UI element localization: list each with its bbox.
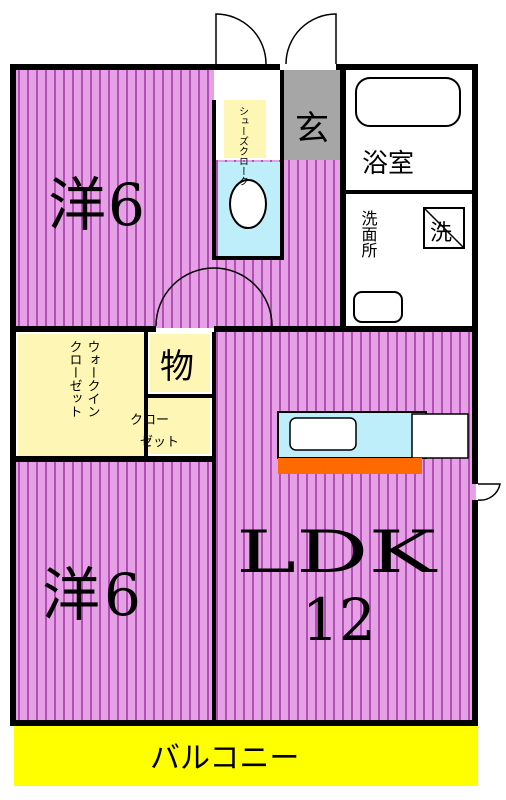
toilet-bowl-icon bbox=[229, 179, 267, 229]
kitchen-sink bbox=[289, 417, 357, 451]
bathtub-icon bbox=[355, 77, 461, 127]
walk-in-closet-line1: ウォークイン bbox=[85, 340, 100, 418]
ldk-room[interactable] bbox=[214, 332, 476, 722]
bedroom-lower-kanji: 洋 bbox=[42, 561, 100, 629]
storage-label: 物 bbox=[160, 347, 194, 387]
ldk-size: 12 bbox=[302, 586, 376, 654]
bedroom-lower-size: 6 bbox=[104, 561, 141, 629]
balcony[interactable] bbox=[14, 724, 478, 786]
bedroom-upper-size: 6 bbox=[108, 171, 145, 239]
washing-machine-cross bbox=[423, 207, 465, 249]
bedroom-lower[interactable] bbox=[14, 460, 214, 722]
walk-in-closet-line2: クローゼット bbox=[67, 340, 83, 418]
storage-room[interactable] bbox=[150, 334, 210, 392]
entrance-area[interactable] bbox=[284, 70, 340, 160]
laundry-label: 洗 bbox=[430, 221, 452, 246]
kitchen-counter-strip bbox=[278, 458, 422, 474]
doors bbox=[155, 13, 501, 501]
balcony-label: バルコニー bbox=[150, 741, 299, 776]
wash-basin-icon bbox=[353, 291, 403, 323]
shoe-closet-label: シューズクローク bbox=[237, 106, 249, 186]
bath-label: 浴室 bbox=[362, 149, 414, 179]
closet[interactable] bbox=[118, 398, 210, 454]
entrance-label: 玄 bbox=[295, 109, 329, 149]
walls bbox=[10, 64, 478, 726]
bedroom-upper[interactable] bbox=[14, 68, 214, 328]
shoe-closet[interactable] bbox=[224, 100, 266, 158]
closet-line2: ゼット bbox=[140, 435, 179, 450]
washroom-label: 洗面所 bbox=[359, 210, 378, 258]
stove bbox=[411, 413, 469, 459]
ldk-name: LDK bbox=[236, 518, 439, 586]
bedroom-upper-kanji: 洋 bbox=[48, 171, 106, 239]
closet-line1: クロー bbox=[130, 413, 169, 428]
